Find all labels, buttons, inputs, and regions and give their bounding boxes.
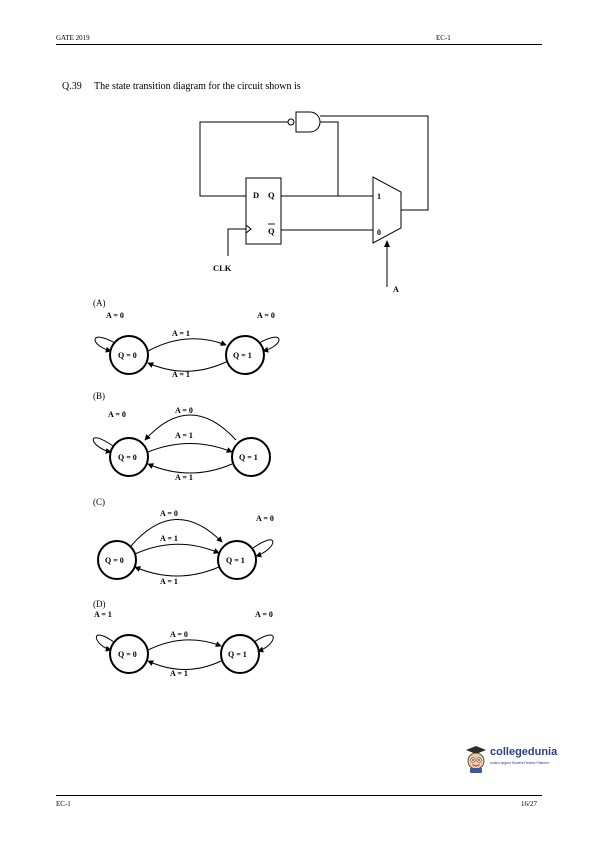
arc-bottom bbox=[147, 660, 222, 670]
arc-top bbox=[147, 338, 227, 352]
logo-wordmark: collegedunia bbox=[490, 746, 558, 758]
option-d-bottom: A = 1 bbox=[170, 669, 188, 678]
option-c-label: (C) bbox=[93, 497, 105, 507]
option-c-state0: Q = 0 bbox=[105, 556, 124, 565]
footer-paper-code: EC-1 bbox=[56, 800, 71, 808]
option-b-self0: A = 0 bbox=[108, 410, 126, 419]
option-d-state1: Q = 1 bbox=[228, 650, 247, 659]
option-a-bottom: A = 1 bbox=[172, 370, 190, 379]
self-loop-q1 bbox=[253, 634, 274, 653]
option-c-diagram bbox=[97, 519, 274, 580]
wire-d-loop bbox=[199, 121, 288, 197]
option-a-label: (A) bbox=[93, 298, 106, 308]
self-loop-q0 bbox=[95, 634, 115, 652]
footer-page-number: 16/27 bbox=[521, 800, 537, 808]
wire-clk bbox=[227, 228, 246, 256]
self-loop-q1 bbox=[258, 336, 280, 353]
option-d-state0: Q = 0 bbox=[118, 650, 137, 659]
wire-nand-out bbox=[320, 121, 373, 197]
arc-top bbox=[147, 639, 222, 651]
self-loop-q0 bbox=[94, 336, 116, 353]
option-d-self0: A = 1 bbox=[94, 610, 112, 619]
arc-bottom bbox=[147, 463, 233, 474]
mux-in0-label: 0 bbox=[377, 228, 381, 237]
clk-label: CLK bbox=[213, 263, 232, 273]
arc-outer bbox=[130, 519, 223, 547]
option-c-bottom: A = 1 bbox=[160, 577, 178, 586]
state-q0 bbox=[109, 634, 149, 674]
option-b-state0: Q = 0 bbox=[118, 453, 137, 462]
state-q1 bbox=[231, 437, 271, 477]
option-a-self0: A = 0 bbox=[106, 311, 124, 320]
multiplexer bbox=[372, 176, 402, 244]
self-loop-q1 bbox=[252, 539, 274, 558]
state-q1 bbox=[217, 540, 257, 580]
collegedunia-logo: collegedunia India's largest Student Rev… bbox=[464, 744, 560, 778]
option-b-label: (B) bbox=[93, 391, 105, 401]
state-q1 bbox=[225, 335, 265, 375]
option-b-diagram bbox=[92, 414, 271, 477]
option-a-diagram bbox=[94, 335, 280, 375]
header-rule bbox=[56, 44, 542, 45]
option-d-top: A = 0 bbox=[170, 630, 188, 639]
option-d-diagram bbox=[95, 634, 274, 674]
arc-bottom bbox=[134, 566, 220, 577]
state-q0 bbox=[109, 335, 149, 375]
state-q0 bbox=[109, 437, 149, 477]
arc-top bbox=[134, 543, 220, 555]
option-c-state1: Q = 1 bbox=[226, 556, 245, 565]
wire-mux-out bbox=[320, 115, 429, 211]
arc-top bbox=[147, 443, 233, 453]
arc-outer bbox=[144, 414, 237, 441]
option-b-bottom: A = 1 bbox=[175, 473, 193, 482]
option-a-state1: Q = 1 bbox=[233, 351, 252, 360]
option-a-self1: A = 0 bbox=[257, 311, 275, 320]
state-q1 bbox=[220, 634, 260, 674]
option-b-outer: A = 0 bbox=[175, 406, 193, 415]
option-c-outer: A = 0 bbox=[160, 509, 178, 518]
footer-rule bbox=[56, 795, 542, 796]
question-number: Q.39 bbox=[62, 81, 82, 92]
header-exam-title: GATE 2019 bbox=[56, 34, 90, 42]
self-loop-q0 bbox=[92, 437, 114, 454]
question-text: The state transition diagram for the cir… bbox=[94, 81, 301, 92]
state-q0 bbox=[97, 540, 137, 580]
option-b-top: A = 1 bbox=[175, 431, 193, 440]
option-b-state1: Q = 1 bbox=[239, 453, 258, 462]
arc-bottom bbox=[147, 361, 227, 372]
ff-d-label: D bbox=[253, 190, 259, 200]
nand-gate bbox=[295, 111, 321, 133]
header-paper-code: EC-1 bbox=[436, 34, 451, 42]
ff-qbar-label: Q bbox=[268, 226, 275, 236]
option-a-state0: Q = 0 bbox=[118, 351, 137, 360]
option-d-label: (D) bbox=[93, 599, 106, 609]
option-c-self1: A = 0 bbox=[256, 514, 274, 523]
logo-tagline: India's largest Student Review Platform bbox=[490, 761, 550, 765]
option-a-top: A = 1 bbox=[172, 329, 190, 338]
mux-in1-label: 1 bbox=[377, 192, 381, 201]
option-c-top: A = 1 bbox=[160, 534, 178, 543]
graduate-mascot-icon bbox=[466, 746, 486, 773]
option-d-self1: A = 0 bbox=[255, 610, 273, 619]
ff-q-label: Q bbox=[268, 190, 275, 200]
d-flipflop bbox=[245, 177, 282, 245]
mux-select-label: A bbox=[393, 285, 399, 294]
